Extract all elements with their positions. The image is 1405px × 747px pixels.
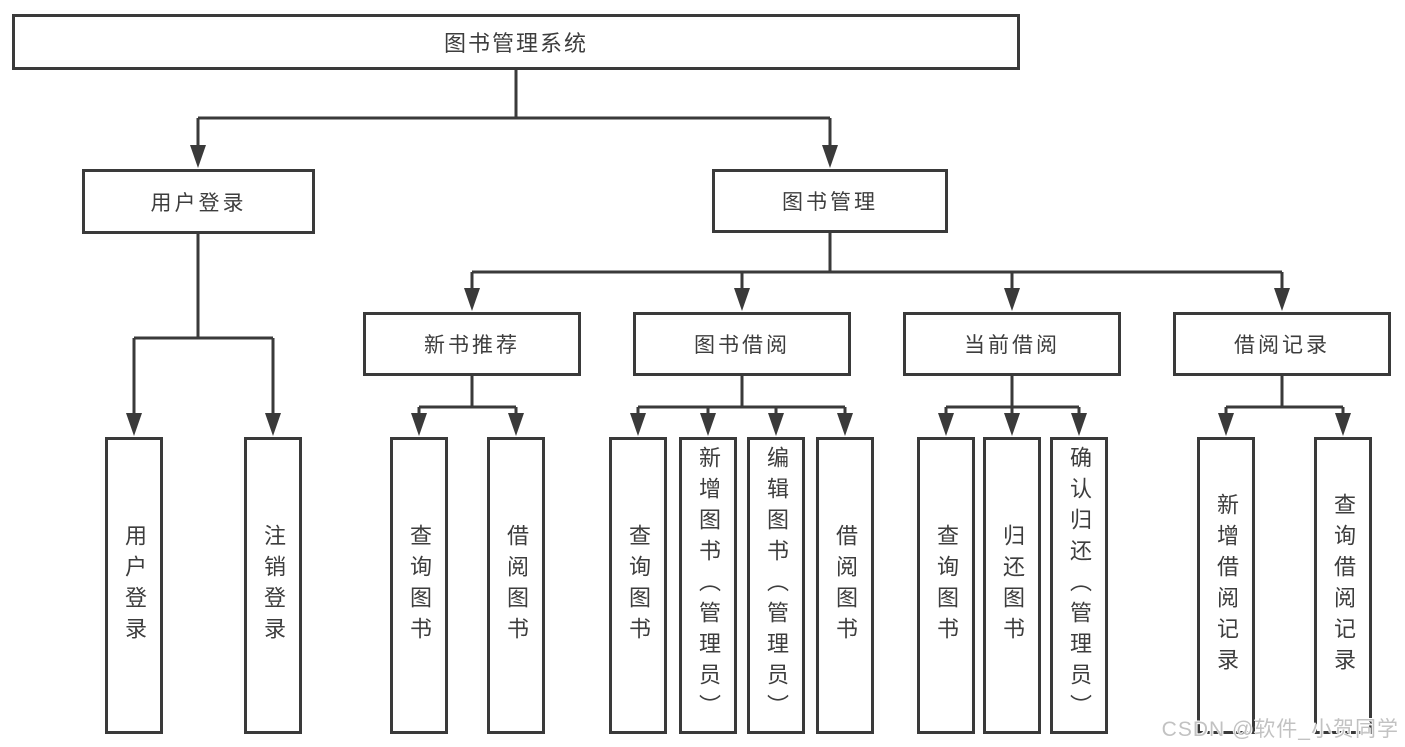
node-borrow-records: 借阅记录 [1173,312,1391,376]
leaf-borrow-query-books: 查询图书 [609,437,667,734]
leaf-user-login: 用户登录 [105,437,163,734]
leaf-borrow-edit-books-admin: 编辑图书（管理员） [747,437,805,734]
leaf-borrow-add-books-admin: 新增图书（管理员） [679,437,737,734]
node-book-management: 图书管理 [712,169,948,233]
leaf-borrow-query-books-label: 查询图书 [626,523,651,648]
leaf-newbooks-borrow-books-label: 借阅图书 [504,523,529,648]
leaf-newbooks-query-books-label: 查询图书 [407,523,432,648]
node-book-borrow: 图书借阅 [633,312,851,376]
node-current-borrow-label: 当前借阅 [964,334,1060,357]
leaf-logout-label: 注销登录 [261,523,286,648]
leaf-current-query-books: 查询图书 [917,437,975,734]
leaf-current-return-books: 归还图书 [983,437,1041,734]
leaf-user-login-label: 用户登录 [122,523,147,648]
leaf-newbooks-query-books: 查询图书 [390,437,448,734]
leaf-borrow-borrow-books: 借阅图书 [816,437,874,734]
leaf-borrow-borrow-books-label: 借阅图书 [833,523,858,648]
leaf-records-add-record: 新增借阅记录 [1197,437,1255,734]
leaf-borrow-edit-books-admin-label: 编辑图书（管理员） [764,446,789,725]
csdn-watermark: CSDN @软件_小贺同学 [1161,718,1399,741]
leaf-current-query-books-label: 查询图书 [934,523,959,648]
node-library-system: 图书管理系统 [12,14,1020,70]
node-current-borrow: 当前借阅 [903,312,1121,376]
node-borrow-records-label: 借阅记录 [1234,334,1330,357]
leaf-logout: 注销登录 [244,437,302,734]
node-user-login: 用户登录 [82,169,315,234]
leaf-records-query-record: 查询借阅记录 [1314,437,1372,734]
leaf-records-add-record-label: 新增借阅记录 [1214,492,1239,679]
leaf-newbooks-borrow-books: 借阅图书 [487,437,545,734]
node-new-book-recommend-label: 新书推荐 [424,334,520,357]
leaf-current-return-books-label: 归还图书 [1000,523,1025,648]
leaf-current-confirm-return-admin: 确认归还（管理员） [1050,437,1108,734]
leaf-borrow-add-books-admin-label: 新增图书（管理员） [696,446,721,725]
arrowhead-icons [126,145,1351,436]
leaf-current-confirm-return-admin-label: 确认归还（管理员） [1067,446,1092,725]
node-library-system-label: 图书管理系统 [443,31,588,56]
node-book-borrow-label: 图书借阅 [694,334,790,357]
node-new-book-recommend: 新书推荐 [363,312,581,376]
node-user-login-label: 用户登录 [150,191,247,215]
node-book-management-label: 图书管理 [782,191,878,214]
leaf-records-query-record-label: 查询借阅记录 [1331,492,1356,679]
